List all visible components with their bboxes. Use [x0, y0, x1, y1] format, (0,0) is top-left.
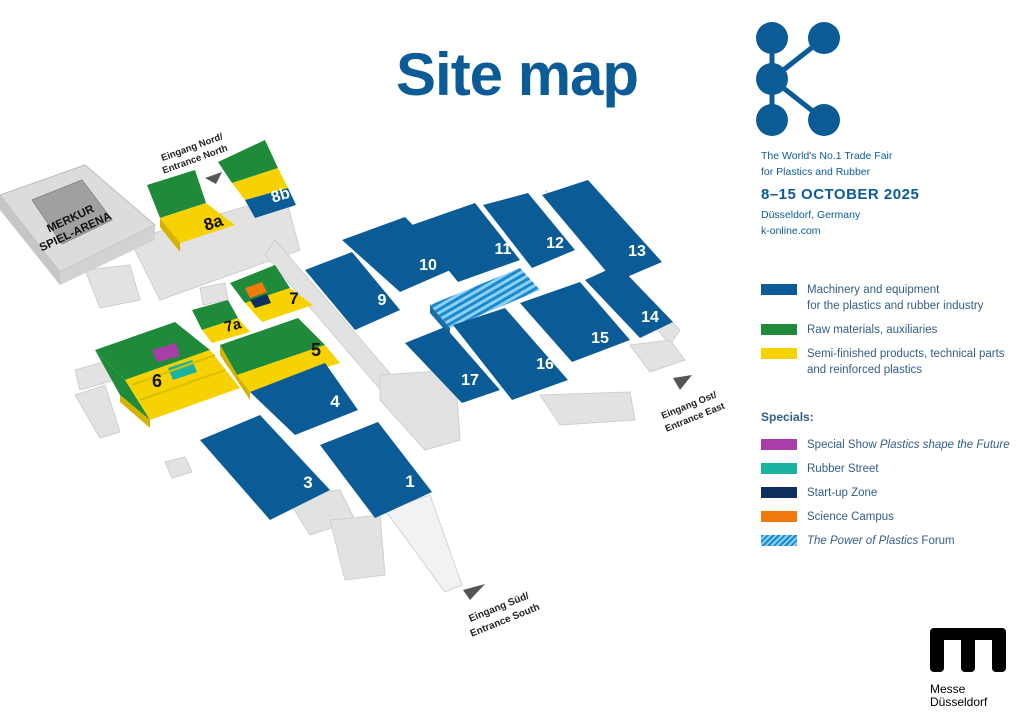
hall-label: 3 [303, 473, 312, 492]
legend-label: Start-up Zone [807, 487, 878, 499]
fair-tagline-1: The World's No.1 Trade Fair [761, 150, 893, 162]
legend-swatch [761, 348, 797, 359]
hall-11[interactable]: 11 [412, 203, 520, 282]
north-entrance-arrow [205, 172, 222, 184]
messe-label-2: Düsseldorf [930, 695, 988, 709]
hall-5[interactable]: 5 [220, 318, 340, 400]
hall-label: 1 [405, 472, 414, 491]
east-entrance-arrow [673, 375, 692, 390]
legend-swatch [761, 463, 797, 474]
hall-label: 9 [378, 292, 387, 309]
south-entrance-arrow [463, 584, 485, 600]
legend-swatch [761, 511, 797, 522]
legend-swatch [761, 284, 797, 295]
fair-info: The World's No.1 Trade Fair for Plastics… [761, 148, 1011, 239]
legend-item-startup-zone: Start-up Zone [761, 485, 1011, 509]
hall-label: 7a [223, 315, 244, 336]
legend-label: for the plastics and rubber industry [807, 300, 984, 312]
hall-13[interactable]: 13 [542, 180, 662, 282]
page-title: Site map [396, 41, 639, 108]
south-entrance-funnel [384, 494, 463, 593]
fair-website-link[interactable]: k-online.com [761, 225, 821, 237]
hall-label: 16 [536, 356, 554, 373]
legend-item-science-campus: Science Campus [761, 509, 1011, 533]
legend-label: and reinforced plastics [807, 364, 923, 376]
legend-label-italic: The Power of Plastics [807, 535, 919, 547]
messe-logo-icon [930, 628, 1006, 672]
legend-label: Semi-finished products, technical parts [807, 348, 1005, 360]
legend-swatch [761, 535, 797, 546]
hall-10[interactable]: 10 [342, 217, 455, 292]
hall-label: 6 [152, 371, 162, 391]
hall-15[interactable]: 15 [520, 282, 630, 362]
legend-label-italic: Plastics shape the Future [879, 439, 1010, 451]
hall-4[interactable]: 4 [250, 363, 358, 435]
legend-label: Machinery and equipment [807, 284, 940, 296]
legend-label: Special Show [807, 439, 880, 451]
legend-item-rubber-street: Rubber Street [761, 461, 1011, 485]
hall-12[interactable]: 12 [483, 193, 575, 268]
hall-6[interactable]: 6 [95, 322, 240, 428]
messe-label-1: Messe [930, 682, 966, 696]
legend-label: Rubber Street [807, 463, 879, 475]
legend-item-special-show: Special Show Plastics shape the Future [761, 437, 1011, 461]
hall-label: 7 [289, 289, 298, 308]
hall-label: 13 [628, 243, 646, 260]
hall-label: 8b [269, 185, 292, 207]
hall-label: 4 [330, 392, 340, 411]
hall-14[interactable]: 14 [585, 265, 673, 338]
hall-label: 14 [641, 309, 659, 326]
hall-7[interactable]: 7 [230, 265, 313, 322]
hall-16[interactable]: 16 [453, 308, 568, 400]
messe-duesseldorf-logo: Messe Düsseldorf [930, 628, 1010, 709]
legend-label: Science Campus [807, 511, 894, 523]
hall-7a[interactable]: 7a [192, 300, 250, 343]
specials-legend: Special Show Plastics shape the Future R… [761, 437, 1011, 557]
hall-label: 17 [461, 372, 479, 389]
legend-item-forum: The Power of Plastics Forum [761, 533, 1011, 557]
hall-17[interactable]: 17 [405, 327, 500, 403]
fair-tagline-2: for Plastics and Rubber [761, 166, 871, 178]
k-fair-logo-icon [756, 22, 840, 136]
legend-swatch [761, 439, 797, 450]
legend-swatch [761, 324, 797, 335]
legend-item-raw-materials: Raw materials, auxiliaries [761, 322, 1011, 346]
legend-swatch [761, 487, 797, 498]
site-map: MERKUR SPIEL-ARENA 8a 8b Eingang Nord/ E… [0, 131, 727, 640]
fair-location: Düsseldorf, Germany [761, 209, 861, 221]
hall-1[interactable]: 1 [320, 422, 432, 518]
hall-label: 5 [311, 340, 321, 360]
hall-label: 12 [546, 235, 564, 252]
hall-8a[interactable]: 8a [147, 170, 235, 252]
legend-label: Forum [918, 535, 955, 547]
hall-legend: Machinery and equipment for the plastics… [761, 282, 1011, 386]
fair-dates: 8–15 OCTOBER 2025 [761, 186, 920, 203]
specials-heading: Specials: [761, 410, 814, 424]
hall-label: 11 [495, 241, 512, 258]
legend-item-machinery: Machinery and equipment for the plastics… [761, 282, 1011, 322]
hall-label: 10 [419, 257, 437, 274]
hall-label: 15 [591, 330, 609, 347]
legend-item-semi-finished: Semi-finished products, technical parts … [761, 346, 1011, 386]
merkur-spiel-arena: MERKUR SPIEL-ARENA [0, 164, 156, 285]
hall-9[interactable]: 9 [305, 252, 400, 330]
hall-3[interactable]: 3 [200, 415, 330, 520]
legend-label: Raw materials, auxiliaries [807, 324, 938, 336]
hall-8b[interactable]: 8b [218, 140, 296, 218]
